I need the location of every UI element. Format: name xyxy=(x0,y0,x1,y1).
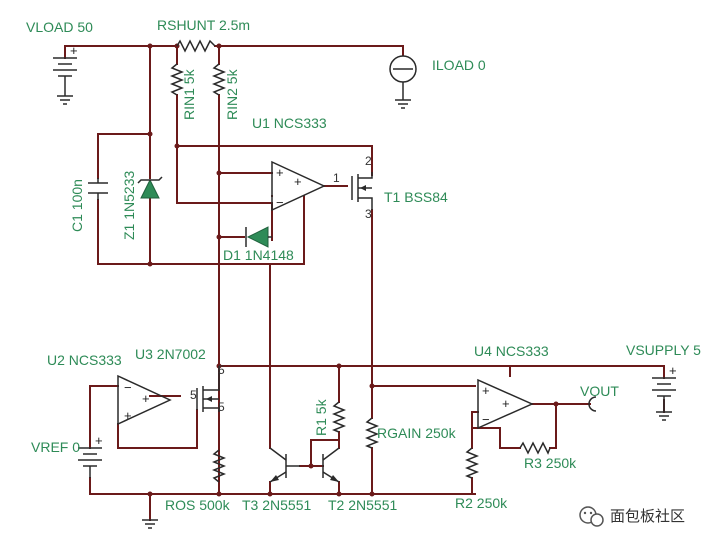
u2-plus-sign: + xyxy=(124,408,132,423)
r2-label: R2 250k xyxy=(455,495,508,511)
u3-label: U3 2N7002 xyxy=(135,346,206,362)
d1-diode-icon xyxy=(245,226,272,248)
r3-resistor-icon xyxy=(519,441,551,455)
pin-numbers: 2 1 3 5 5 5 xyxy=(190,154,372,414)
vload-plus-sign: + xyxy=(70,43,78,58)
vref-label: VREF 0 xyxy=(31,439,80,455)
t1-gate-pin: 1 xyxy=(333,171,340,185)
t2-label: T2 2N5551 xyxy=(328,497,397,513)
vsupply-battery-icon xyxy=(652,377,676,421)
ros-label: ROS 500k xyxy=(165,497,231,513)
u3-drain-pin: 5 xyxy=(218,363,225,377)
r3-label: R3 250k xyxy=(524,455,577,471)
rgain-resistor-icon xyxy=(364,417,380,449)
c1-label: C1 100n xyxy=(69,179,85,232)
t1-source-pin: 2 xyxy=(365,154,372,168)
u4-supply-plus-sign: + xyxy=(502,396,510,411)
watermark: 面包板社区 xyxy=(579,506,685,527)
u3-gate-pin: 5 xyxy=(190,388,197,402)
u4-minus-sign: − xyxy=(482,412,490,427)
u1-minus-sign: − xyxy=(276,195,284,210)
u4-opamp-icon xyxy=(477,378,534,430)
z1-label: Z1 1N5233 xyxy=(121,171,137,240)
vref-battery-icon xyxy=(78,447,102,478)
rin1-label: RIN1 5k xyxy=(181,68,197,120)
u4-plus-sign: + xyxy=(482,383,490,398)
vload-label: VLOAD 50 xyxy=(26,19,93,35)
u2-supply-plus-sign: + xyxy=(142,391,150,406)
r1-resistor-icon xyxy=(331,401,347,433)
rgain-label: RGAIN 250k xyxy=(377,425,457,441)
t1-pmos-transistor-icon xyxy=(351,172,373,210)
wechat-logo-icon xyxy=(579,506,604,527)
t3-npn-transistor-icon xyxy=(269,447,300,483)
t2-npn-transistor-icon xyxy=(322,447,340,483)
t3-label: T3 2N5551 xyxy=(242,497,311,513)
vsupply-label: VSUPPLY 5 xyxy=(626,342,701,358)
r1-label: R1 5k xyxy=(313,398,329,436)
u1-plus-sign: + xyxy=(276,165,284,180)
ros-resistor-icon xyxy=(211,449,227,483)
u1-opamp-icon xyxy=(271,160,326,212)
u2-opamp-icon xyxy=(117,374,172,426)
vref-plus-sign: + xyxy=(95,433,103,448)
rshunt-resistor-icon xyxy=(176,39,216,53)
vout-label: VOUT xyxy=(580,383,619,399)
iload-label: ILOAD 0 xyxy=(432,57,486,73)
ground-icon xyxy=(142,519,158,529)
u4-label: U4 NCS333 xyxy=(474,343,549,359)
t1-label: T1 BSS84 xyxy=(384,189,448,205)
rshunt-label: RSHUNT 2.5m xyxy=(157,17,250,33)
t1-drain-pin: 3 xyxy=(365,207,372,221)
watermark-text: 面包板社区 xyxy=(610,507,685,525)
d1-label: D1 1N4148 xyxy=(223,247,294,263)
rin2-resistor-icon xyxy=(211,63,227,96)
z1-zener-diode-icon xyxy=(137,176,163,199)
component-labels: VLOAD 50 RSHUNT 2.5m ILOAD 0 RIN1 5k RIN… xyxy=(26,17,701,513)
u1-supply-plus-sign: + xyxy=(294,174,302,189)
c1-capacitor-icon xyxy=(88,178,108,200)
iload-current-source-icon xyxy=(389,55,417,109)
wires xyxy=(64,45,665,521)
r2-resistor-icon xyxy=(464,447,480,479)
u3-nmos-transistor-icon xyxy=(196,366,220,412)
rin1-resistor-icon xyxy=(169,63,185,96)
vout-terminal-icon xyxy=(588,396,597,412)
vsupply-plus-sign: + xyxy=(669,363,677,378)
u2-minus-sign: − xyxy=(124,380,132,395)
u1-label: U1 NCS333 xyxy=(252,115,327,131)
u2-label: U2 NCS333 xyxy=(47,352,122,368)
rin2-label: RIN2 5k xyxy=(224,68,240,120)
u3-source-pin: 5 xyxy=(218,400,225,414)
vload-battery-icon xyxy=(53,57,77,105)
